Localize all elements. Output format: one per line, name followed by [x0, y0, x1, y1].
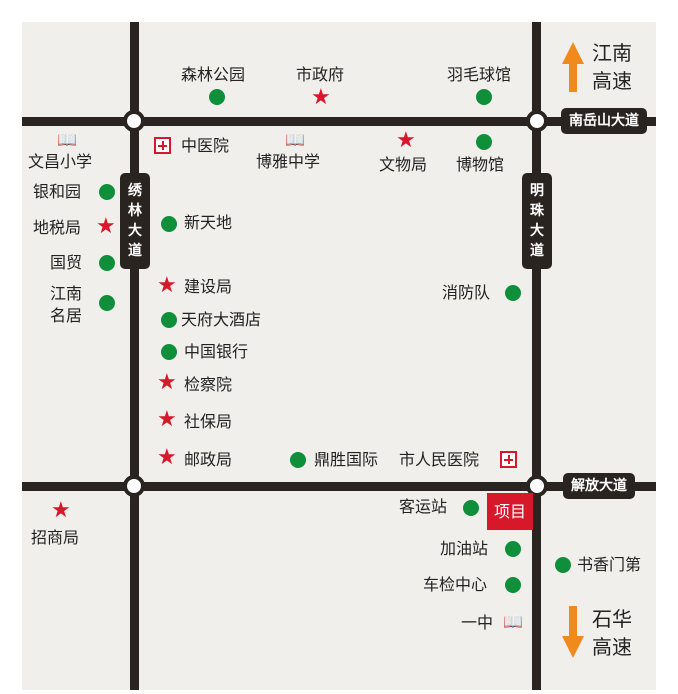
poi-label: 一中: [461, 613, 494, 632]
green-dot-icon: [161, 344, 177, 360]
poi-label: 羽毛球馆: [447, 65, 512, 84]
road-label-nanyueshan: 南岳山大道: [561, 108, 647, 134]
green-dot-icon: [209, 89, 225, 105]
poi-label: 邮政局: [184, 450, 233, 469]
green-dot-icon: [99, 255, 115, 271]
map-background: [22, 22, 656, 690]
hospital-cross-icon: [154, 137, 171, 154]
poi-label: 市人民医院: [399, 450, 480, 469]
highway-south-line2: 高速: [592, 635, 632, 659]
poi-label: 建设局: [184, 277, 233, 296]
hospital-cross-icon: [500, 451, 517, 468]
road-label-char: 大: [128, 223, 142, 239]
poi-label: 消防队: [442, 283, 491, 302]
road-label-char: 珠: [530, 203, 544, 219]
road-label-char: 林: [128, 203, 142, 219]
poi-label: 市政府: [296, 65, 345, 84]
poi-label: 森林公园: [181, 65, 246, 84]
green-dot-icon: [505, 541, 521, 557]
poi-label: 文物局: [379, 155, 428, 174]
red-star-icon: ★: [396, 128, 416, 153]
poi-label: 中国银行: [184, 342, 249, 361]
green-dot-icon: [505, 285, 521, 301]
poi-label: 书香门第: [577, 555, 642, 574]
open-book-icon: 📖: [57, 130, 77, 149]
poi-label: 地税局: [33, 218, 82, 237]
poi-label: 中医院: [181, 136, 230, 155]
project-marker: 项目: [487, 493, 533, 530]
road-label-char: 明: [530, 183, 544, 199]
intersection-ne: [526, 110, 548, 132]
highway-north-line1: 江南: [592, 41, 632, 65]
green-dot-icon: [476, 89, 492, 105]
green-dot-icon: [505, 577, 521, 593]
road-label-char: 道: [530, 243, 544, 259]
red-star-icon: ★: [96, 214, 116, 239]
poi-label: 鼎胜国际: [314, 450, 379, 469]
green-dot-icon: [161, 312, 177, 328]
green-dot-icon: [476, 134, 492, 150]
poi-label: 名居: [50, 306, 83, 325]
red-star-icon: ★: [157, 370, 177, 395]
poi-label: 车检中心: [423, 575, 488, 594]
poi-label: 检察院: [184, 375, 233, 394]
road-xiulin: [130, 22, 139, 690]
poi-label: 招商局: [31, 528, 80, 547]
road-label-xiulin: 绣林大道: [120, 173, 150, 269]
road-label-jiefang: 解放大道: [563, 473, 635, 499]
highway-south-line1: 石华: [592, 607, 632, 631]
red-star-icon: ★: [157, 273, 177, 298]
poi-label: 加油站: [440, 539, 489, 558]
poi-label: 博雅中学: [256, 152, 321, 171]
intersection-se: [526, 475, 548, 497]
poi-label: 江南: [50, 284, 83, 303]
road-jiefang: [22, 482, 656, 491]
red-star-icon: ★: [311, 85, 331, 110]
red-star-icon: ★: [51, 498, 71, 523]
poi-label: 天府大酒店: [181, 310, 262, 329]
road-nanyueshan: [22, 117, 656, 126]
poi-label: 客运站: [399, 497, 448, 516]
intersection-nw: [123, 110, 145, 132]
green-dot-icon: [99, 184, 115, 200]
poi-label: 银和园: [33, 182, 82, 201]
green-dot-icon: [99, 295, 115, 311]
open-book-icon: 📖: [503, 612, 523, 631]
road-label-char: 大: [530, 223, 544, 239]
poi-label: 文昌小学: [28, 152, 93, 171]
intersection-sw: [123, 475, 145, 497]
road-label-mingzhu: 明珠大道: [522, 173, 552, 269]
highway-north-line2: 高速: [592, 69, 632, 93]
green-dot-icon: [290, 452, 306, 468]
road-mingzhu: [532, 22, 541, 690]
arrow-down-icon: [562, 606, 584, 658]
red-star-icon: ★: [157, 445, 177, 470]
poi-label: 博物馆: [456, 155, 505, 174]
poi-label: 新天地: [184, 213, 233, 232]
road-label-char: 道: [128, 243, 142, 259]
green-dot-icon: [161, 216, 177, 232]
green-dot-icon: [463, 500, 479, 516]
arrow-up-icon: [562, 42, 584, 92]
green-dot-icon: [555, 557, 571, 573]
road-label-char: 绣: [128, 183, 142, 199]
poi-label: 社保局: [184, 412, 233, 431]
open-book-icon: 📖: [285, 130, 305, 149]
red-star-icon: ★: [157, 407, 177, 432]
poi-label: 国贸: [50, 253, 83, 272]
